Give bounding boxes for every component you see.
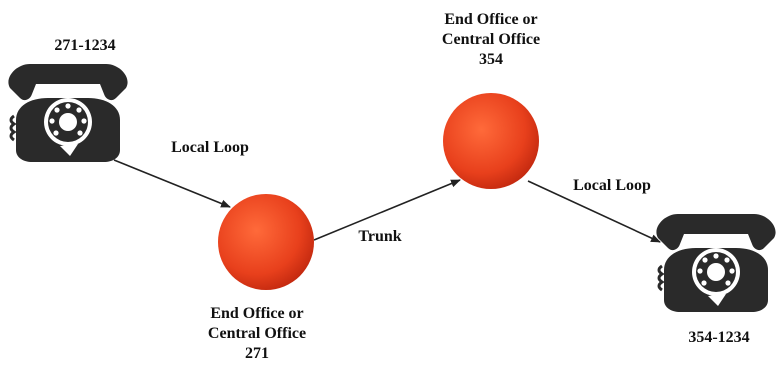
central-office-354-node — [443, 93, 539, 189]
local-loop-left-label: Local Loop — [171, 139, 249, 156]
office-354-line3: 354 — [479, 51, 503, 68]
office-354-line2: Central Office — [441, 31, 541, 48]
right-telephone-icon — [654, 212, 776, 314]
trunk-label: Trunk — [358, 228, 402, 245]
left-telephone-icon — [6, 62, 130, 164]
local-loop-left-arrow — [113, 159, 231, 208]
office-354-line1: End Office or — [444, 11, 538, 28]
central-office-271-node — [218, 194, 314, 290]
trunk-arrow — [313, 179, 461, 241]
left-phone-number: 271-1234 — [54, 37, 116, 54]
office-271-line1: End Office or — [210, 305, 304, 322]
office-271-line3: 271 — [245, 345, 269, 362]
right-phone-number: 354-1234 — [688, 329, 750, 346]
office-271-line2: Central Office — [207, 325, 307, 342]
office-354-label: End Office or Central Office 354 — [416, 10, 566, 70]
local-loop-right-label: Local Loop — [573, 177, 651, 194]
local-loop-right-arrow — [527, 180, 661, 243]
office-271-label: End Office or Central Office 271 — [182, 304, 332, 364]
